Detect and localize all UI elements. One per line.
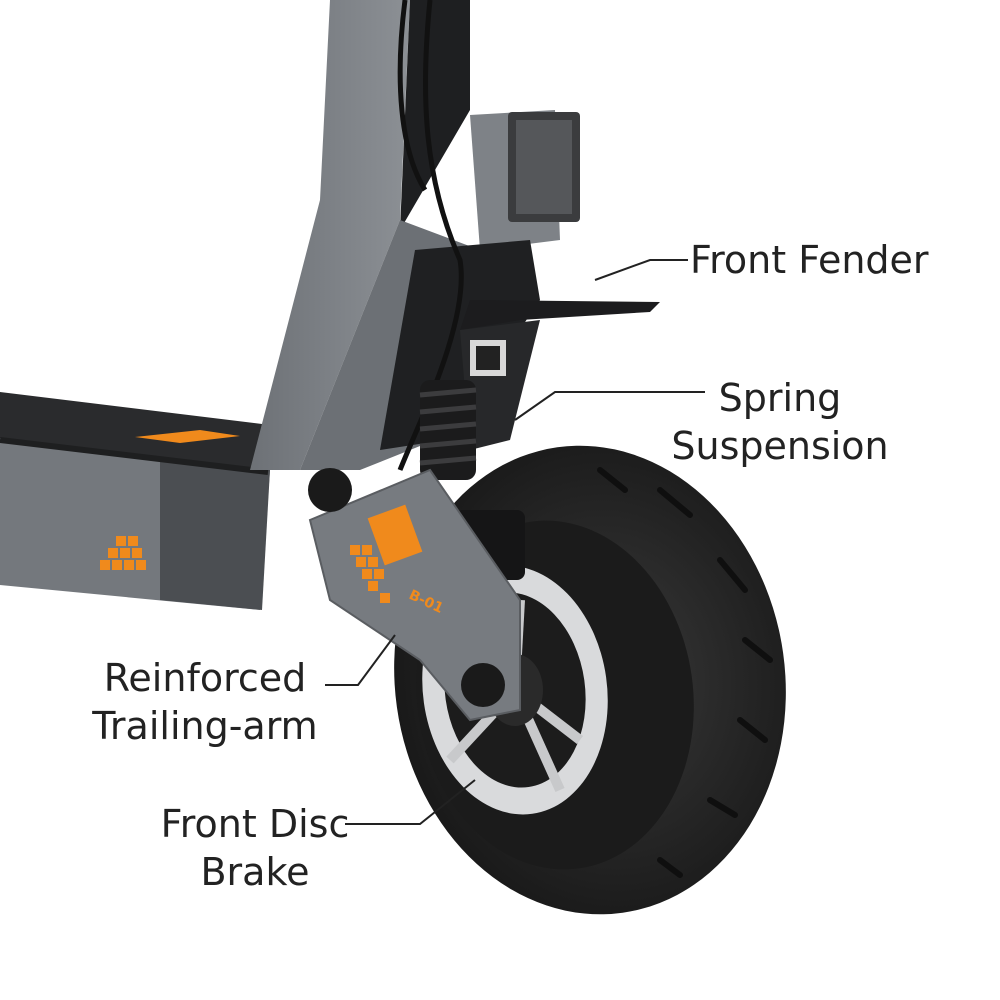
deck-logo <box>135 430 240 443</box>
callout-trailing-arm: Reinforced Trailing-arm <box>80 654 330 750</box>
callout-leader-lines <box>325 259 705 825</box>
callout-trailing-line2: Trailing-arm <box>92 704 318 748</box>
callout-disc-line1: Front Disc <box>160 802 350 846</box>
callout-disc-brake: Front Disc Brake <box>140 800 370 896</box>
front-fender <box>460 300 660 450</box>
spring-suspension <box>419 380 477 480</box>
arm-orange-pattern <box>350 545 390 603</box>
scooter-stem <box>250 0 580 470</box>
deck-orange-pattern <box>100 536 146 570</box>
callout-front-fender: Front Fender <box>690 236 929 284</box>
callout-front-fender-line1: Front Fender <box>690 238 929 282</box>
callout-spring-line2: Suspension <box>671 424 889 468</box>
trailing-arm: B-01 <box>308 468 521 722</box>
callout-trailing-line1: Reinforced <box>103 656 307 700</box>
callout-disc-line2: Brake <box>200 850 310 894</box>
callout-spring-line1: Spring <box>718 376 842 420</box>
callout-spring-suspension: Spring Suspension <box>670 374 890 470</box>
scooter-deck <box>0 392 270 610</box>
